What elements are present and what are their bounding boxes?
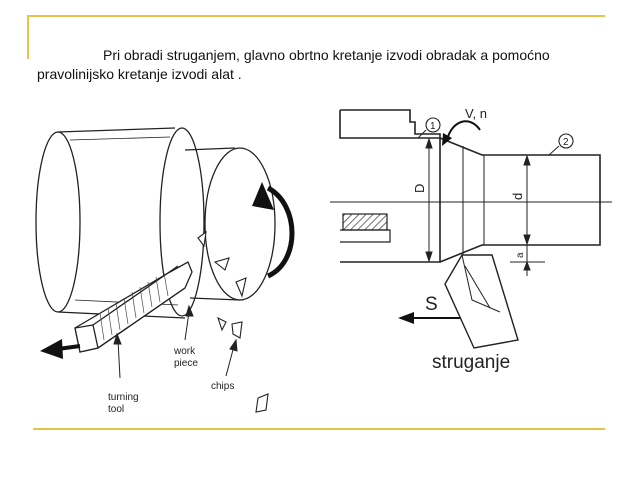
workpiece-label-1: work <box>173 346 196 357</box>
bottom-rule <box>33 428 605 430</box>
chips-label: chips <box>211 381 234 392</box>
workpiece-label-2: piece <box>174 358 198 369</box>
rotation-arc-icon <box>442 120 481 146</box>
chips-drawing <box>197 230 269 413</box>
chuck-hatched-block <box>342 213 388 231</box>
svg-text:2: 2 <box>563 137 569 148</box>
diagram-caption: struganje <box>432 352 510 373</box>
feed-arrow <box>40 339 81 359</box>
depth-a-label: a <box>515 252 526 258</box>
dimension-D <box>425 137 433 263</box>
tool-label-1: turning <box>108 392 139 403</box>
marker-1: 1 <box>417 117 441 139</box>
description-paragraph: Pri obradi struganjem, glavno obrtno kre… <box>37 47 550 82</box>
tool-label-2: tool <box>108 404 124 415</box>
svg-text:1: 1 <box>430 121 436 132</box>
marker-2: 2 <box>548 133 574 156</box>
left-rule <box>27 15 29 59</box>
rotation-arrow <box>252 182 295 279</box>
dimension-d <box>510 154 545 276</box>
turning-tool <box>74 261 193 353</box>
dimension-d-label: d <box>510 193 525 200</box>
leader-lines <box>113 304 238 379</box>
top-rule <box>27 15 605 17</box>
schematic-cutting-tool <box>444 254 519 349</box>
schematic-workpiece <box>330 109 612 263</box>
speed-label: V, n <box>465 106 487 121</box>
dimension-D-label: D <box>412 184 427 193</box>
feed-arrow-s <box>398 312 460 324</box>
feed-label: S <box>425 294 438 315</box>
